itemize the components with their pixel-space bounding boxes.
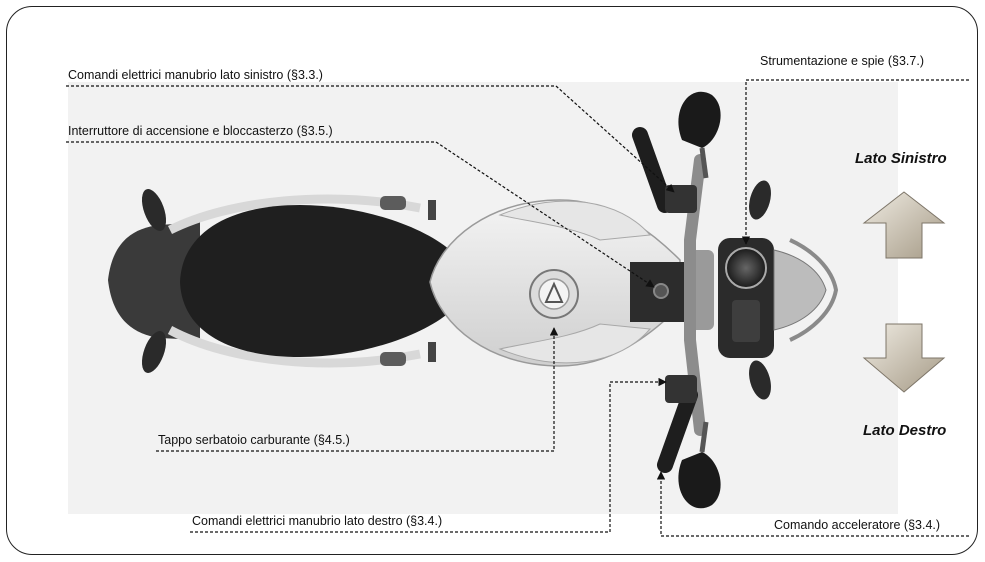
label-ignition: Interruttore di accensione e bloccasterz… xyxy=(68,124,333,139)
label-fuel-cap: Tappo serbatoio carburante (§4.5.) xyxy=(158,433,350,448)
left-side-label: Lato Sinistro xyxy=(855,150,947,167)
right-side-label: Lato Destro xyxy=(863,422,946,439)
label-instruments: Strumentazione e spie (§3.7.) xyxy=(760,54,924,69)
label-throttle: Comando acceleratore (§3.4.) xyxy=(774,518,940,533)
label-left-switches: Comandi elettrici manubrio lato sinistro… xyxy=(68,68,323,83)
label-right-switches: Comandi elettrici manubrio lato destro (… xyxy=(192,514,442,529)
